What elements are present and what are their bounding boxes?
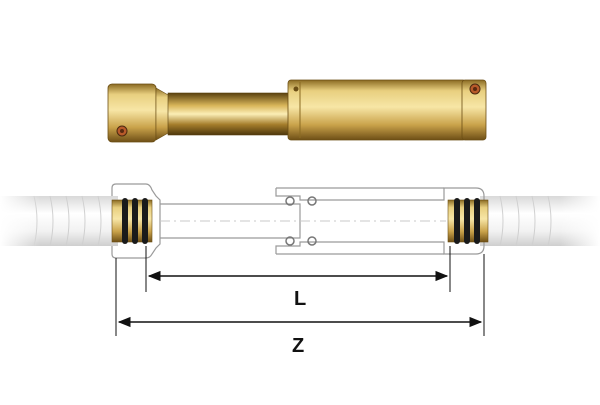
cross-section-assembly [0, 183, 600, 259]
sliding-rod [167, 92, 293, 136]
right-seal-ring-icon [447, 198, 489, 244]
product-photo-connector [107, 79, 487, 143]
dimension-lines [115, 246, 485, 336]
left-cap-outline [111, 183, 161, 259]
left-end-cap [107, 83, 157, 143]
dimension-label-l: L [294, 288, 307, 310]
main-sleeve [287, 79, 467, 141]
left-seal-ring-icon [111, 198, 153, 244]
dimension-label-z: Z [292, 335, 305, 357]
right-end-cap [461, 79, 487, 141]
